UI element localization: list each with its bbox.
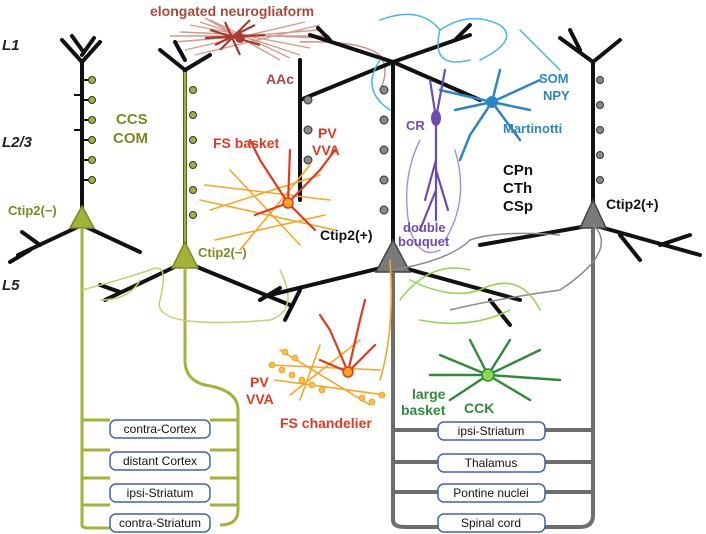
double-bouquet-label-2: bouquet: [398, 234, 450, 249]
spines-left-outer: [74, 79, 90, 181]
cr-label: CR: [406, 118, 425, 133]
target-box-spinal-cord: Spinal cord: [437, 513, 546, 533]
target-box-thalamus: Thalamus: [437, 453, 546, 473]
layer-label-l1: L1: [2, 37, 20, 54]
neurogliaform-label: elongated neurogliaform: [150, 3, 314, 19]
soma-right: [578, 198, 608, 229]
target-box-contra-cortex: contra-Cortex: [109, 419, 211, 439]
marker-ctip2-pos-right: Ctip2(+): [606, 196, 659, 212]
target-box-pontine-nuclei: Pontine nuclei: [437, 483, 546, 503]
boutons-center: [303, 85, 389, 215]
fs-basket-label: FS basket: [213, 135, 279, 151]
boutons-left-inner: [189, 86, 197, 219]
svg-text:Spinal cord: Spinal cord: [461, 516, 521, 530]
fs-chandelier-marker-pv: PV: [250, 374, 269, 390]
fs-chandelier-cell: [269, 259, 393, 406]
class-label-cth: CTh: [503, 180, 532, 197]
svg-text:Pontine nuclei: Pontine nuclei: [453, 486, 528, 500]
target-box-distant-cortex: distant Cortex: [109, 451, 211, 471]
aac-label: AAc: [266, 71, 294, 87]
martinotti-label: Martinotti: [503, 121, 562, 136]
marker-ctip2-pos-center: Ctip2(+): [320, 227, 373, 243]
martinotti-marker-som: SOM: [539, 71, 569, 86]
left-projection-axons: [80, 228, 240, 530]
class-label-com: COM: [113, 130, 148, 147]
layer-label-l5: L5: [2, 277, 20, 294]
target-box-contra-striatum: contra-Striatum: [109, 513, 211, 533]
fs-chandelier-marker-vva: VVA: [246, 391, 274, 407]
class-label-cpn: CPn: [503, 162, 533, 179]
right-projection-axons: [391, 228, 595, 529]
boutons-right: [596, 76, 604, 184]
pyramidal-cell-right: [478, 28, 702, 262]
chandelier-cartridges: [268, 348, 386, 406]
marker-ctip2-neg-lower: Ctip2(−): [198, 245, 247, 260]
boutons-left-outer: [88, 76, 96, 184]
layer-label-l23: L2/3: [2, 134, 33, 151]
martinotti-marker-npy: NPY: [543, 88, 570, 103]
fs-basket-cell: [199, 138, 337, 251]
svg-text:ipsi-Striatum: ipsi-Striatum: [127, 486, 194, 500]
fs-basket-marker-vva: VVA: [312, 142, 340, 158]
cck-label: CCK: [464, 400, 494, 416]
svg-text:distant Cortex: distant Cortex: [123, 454, 197, 468]
right-collaterals: [392, 224, 603, 311]
svg-text:contra-Striatum: contra-Striatum: [119, 516, 201, 530]
target-box-ipsi-striatum-left: ipsi-Striatum: [109, 483, 211, 503]
fs-basket-marker-pv: PV: [318, 125, 337, 141]
large-basket-label-1: large: [412, 386, 446, 402]
large-basket-cell: [399, 267, 562, 402]
class-label-ccs: CCS: [116, 111, 148, 128]
soma-left-inner: [170, 240, 200, 269]
double-bouquet-label-1: double: [403, 220, 446, 235]
large-basket-label-2: basket: [401, 402, 446, 418]
class-label-csp: CSp: [503, 198, 533, 215]
martinotti-cell: [371, 13, 561, 162]
soma-left-outer: [68, 204, 96, 229]
svg-text:contra-Cortex: contra-Cortex: [124, 422, 197, 436]
marker-ctip2-neg-upper: Ctip2(−): [8, 203, 57, 218]
fs-chandelier-label: FS chandelier: [280, 415, 372, 431]
left-collaterals: [81, 267, 289, 324]
svg-text:Thalamus: Thalamus: [465, 456, 518, 470]
target-box-ipsi-striatum-right: ipsi-Striatum: [437, 421, 546, 441]
svg-text:ipsi-Striatum: ipsi-Striatum: [458, 424, 525, 438]
double-bouquet-cell: [406, 68, 462, 254]
